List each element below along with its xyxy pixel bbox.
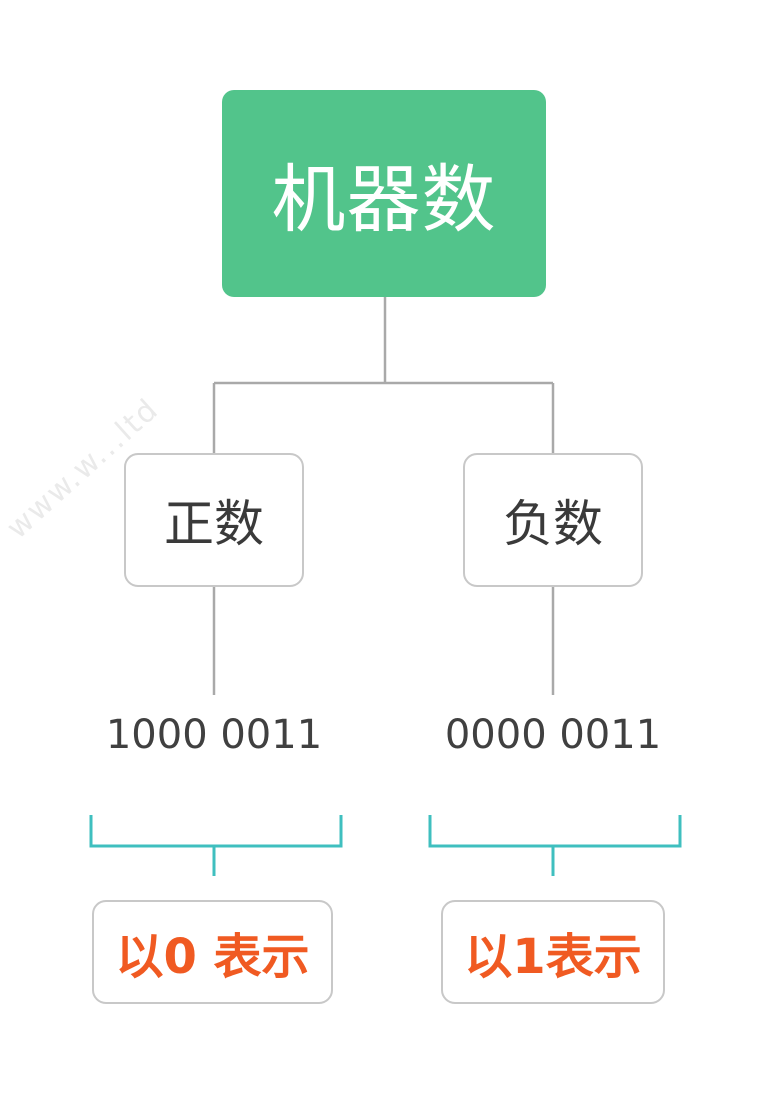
child-node-positive: 正数 xyxy=(124,453,304,587)
result-box-positive: 以0 表示 xyxy=(92,900,333,1004)
result-box-negative: 以1表示 xyxy=(441,900,665,1004)
bracket-right xyxy=(428,815,682,848)
tree-lines xyxy=(212,297,555,695)
child-node-label: 正数 xyxy=(164,495,264,553)
child-node-label: 负数 xyxy=(503,495,603,553)
binary-value-negative: 0000 0011 xyxy=(444,712,662,758)
binary-value-positive: 1000 0011 xyxy=(105,712,323,758)
result-label: 以1表示 xyxy=(464,929,642,985)
brackets xyxy=(89,815,682,876)
root-node-machine-number: 机器数 xyxy=(222,90,546,297)
result-label: 以0 表示 xyxy=(115,929,310,985)
root-node-label: 机器数 xyxy=(271,157,497,243)
child-node-negative: 负数 xyxy=(463,453,643,587)
bracket-left xyxy=(89,815,343,848)
